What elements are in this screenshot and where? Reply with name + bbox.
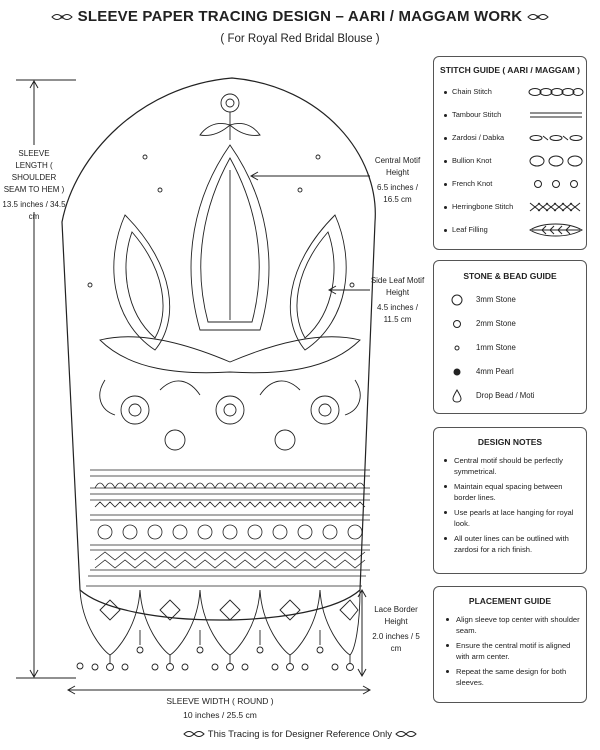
stone-2mm-icon <box>453 320 461 328</box>
side-leaf-value: 4.5 inches / 11.5 cm <box>377 303 418 324</box>
pearl-icon <box>453 368 461 376</box>
stitch-label: Chain Stitch <box>452 87 492 96</box>
list-item: All outer lines can be outlined with zar… <box>442 533 580 555</box>
herringbone-icon <box>529 202 581 212</box>
stitch-label: Leaf Filling <box>452 225 488 234</box>
sleeve-length-title: SLEEVE LENGTH ( SHOULDER SEAM TO HEM ) <box>3 149 65 194</box>
stone-label: 1mm Stone <box>476 343 516 352</box>
ornament-left-icon <box>183 731 206 738</box>
page-subtitle: ( For Royal Red Bridal Blouse ) <box>220 33 380 45</box>
footer-text: This Tracing is for Designer Reference O… <box>207 729 393 740</box>
placement-guide-list: Align sleeve top center with shoulder se… <box>434 614 586 688</box>
stone-item: 2mm Stone <box>450 317 590 331</box>
ornament-right-icon <box>526 14 549 21</box>
stone-item: 1mm Stone <box>450 341 590 355</box>
chain-stitch-icon <box>528 88 584 96</box>
stone-item: 3mm Stone <box>450 293 590 307</box>
side-leaf-title: Side Leaf Motif Height <box>370 276 425 297</box>
stone-1mm-icon <box>454 345 460 351</box>
placement-guide-panel: PLACEMENT GUIDE Align sleeve top center … <box>433 586 587 703</box>
drop-bead-icon <box>452 389 462 403</box>
footer: This Tracing is for Designer Reference O… <box>0 729 600 740</box>
stitch-item: Bullion Knot <box>444 154 584 168</box>
stitch-item: Zardosi / Dabka <box>444 131 584 145</box>
page-title: SLEEVE PAPER TRACING DESIGN – AARI / MAG… <box>0 8 600 25</box>
design-notes-title: DESIGN NOTES <box>477 437 543 447</box>
stitch-label: Tambour Stitch <box>452 110 502 119</box>
stitch-label: Herringbone Stitch <box>452 202 514 211</box>
sleeve-width-title: SLEEVE WIDTH ( ROUND ) <box>166 696 274 706</box>
bullion-knot-icon <box>529 155 583 167</box>
french-knot-icon <box>534 180 578 188</box>
stone-label: Drop Bead / Moti <box>476 391 535 400</box>
side-leaf-label: Side Leaf Motif Height 4.5 inches / 11.5… <box>370 275 425 326</box>
title-text: SLEEVE PAPER TRACING DESIGN – AARI / MAG… <box>77 8 523 25</box>
list-item: Use pearls at lace hanging for royal loo… <box>442 507 580 529</box>
lace-border-label: Lace Border Height 2.0 inches / 5 cm <box>370 604 422 655</box>
stitch-label: Bullion Knot <box>452 156 492 165</box>
stitch-item: Chain Stitch <box>444 85 584 99</box>
lace-border-title: Lace Border Height <box>374 605 418 626</box>
sleeve-length-value: 13.5 inches / 34.5 cm <box>2 200 66 221</box>
lace-border-value: 2.0 inches / 5 cm <box>372 632 420 653</box>
ornament-right-icon <box>394 731 417 738</box>
stitch-item: Tambour Stitch <box>444 108 584 122</box>
stone-3mm-icon <box>451 294 463 306</box>
stitch-guide-title: STITCH GUIDE ( AARI / MAGGAM ) <box>440 65 580 75</box>
stone-item: 4mm Pearl <box>450 365 590 379</box>
stitch-item: Herringbone Stitch <box>444 200 584 214</box>
sleeve-length-label: SLEEVE LENGTH ( SHOULDER SEAM TO HEM ) 1… <box>2 148 66 223</box>
tambour-stitch-icon <box>530 112 582 118</box>
sleeve-width-label: SLEEVE WIDTH ( ROUND ) 10 inches / 25.5 … <box>120 695 320 721</box>
central-motif-title: Central Motif Height <box>374 156 421 177</box>
stone-item: Drop Bead / Moti <box>450 389 590 403</box>
stitch-item: French Knot <box>444 177 584 191</box>
list-item: Repeat the same design for both sleeves. <box>444 666 580 688</box>
stitch-guide-panel: STITCH GUIDE ( AARI / MAGGAM ) Chain Sti… <box>433 56 587 250</box>
stitch-label: French Knot <box>452 179 493 188</box>
design-notes-list: Central motif should be perfectly symmet… <box>434 455 586 555</box>
ornament-left-icon <box>51 14 74 21</box>
zardosi-icon <box>529 135 583 141</box>
stone-label: 2mm Stone <box>476 319 516 328</box>
stone-guide-panel: STONE & BEAD GUIDE 3mm Stone 2mm Stone 1… <box>433 260 587 414</box>
central-motif-value: 6.5 inches / 16.5 cm <box>377 183 418 204</box>
list-item: Align sleeve top center with shoulder se… <box>444 614 580 636</box>
stitch-label: Zardosi / Dabka <box>452 133 505 142</box>
central-motif-label: Central Motif Height 6.5 inches / 16.5 c… <box>370 155 425 206</box>
stitch-item: Leaf Filling <box>444 223 584 237</box>
sleeve-width-value: 10 inches / 25.5 cm <box>183 710 257 720</box>
list-item: Central motif should be perfectly symmet… <box>442 455 580 477</box>
stone-guide-title: STONE & BEAD GUIDE <box>463 271 557 281</box>
design-notes-panel: DESIGN NOTES Central motif should be per… <box>433 427 587 574</box>
leaf-filling-icon <box>529 223 584 237</box>
list-item: Ensure the central motif is aligned with… <box>444 640 580 662</box>
stone-label: 4mm Pearl <box>476 367 514 376</box>
placement-guide-title: PLACEMENT GUIDE <box>468 596 552 606</box>
list-item: Maintain equal spacing between border li… <box>442 481 580 503</box>
stone-label: 3mm Stone <box>476 295 516 304</box>
